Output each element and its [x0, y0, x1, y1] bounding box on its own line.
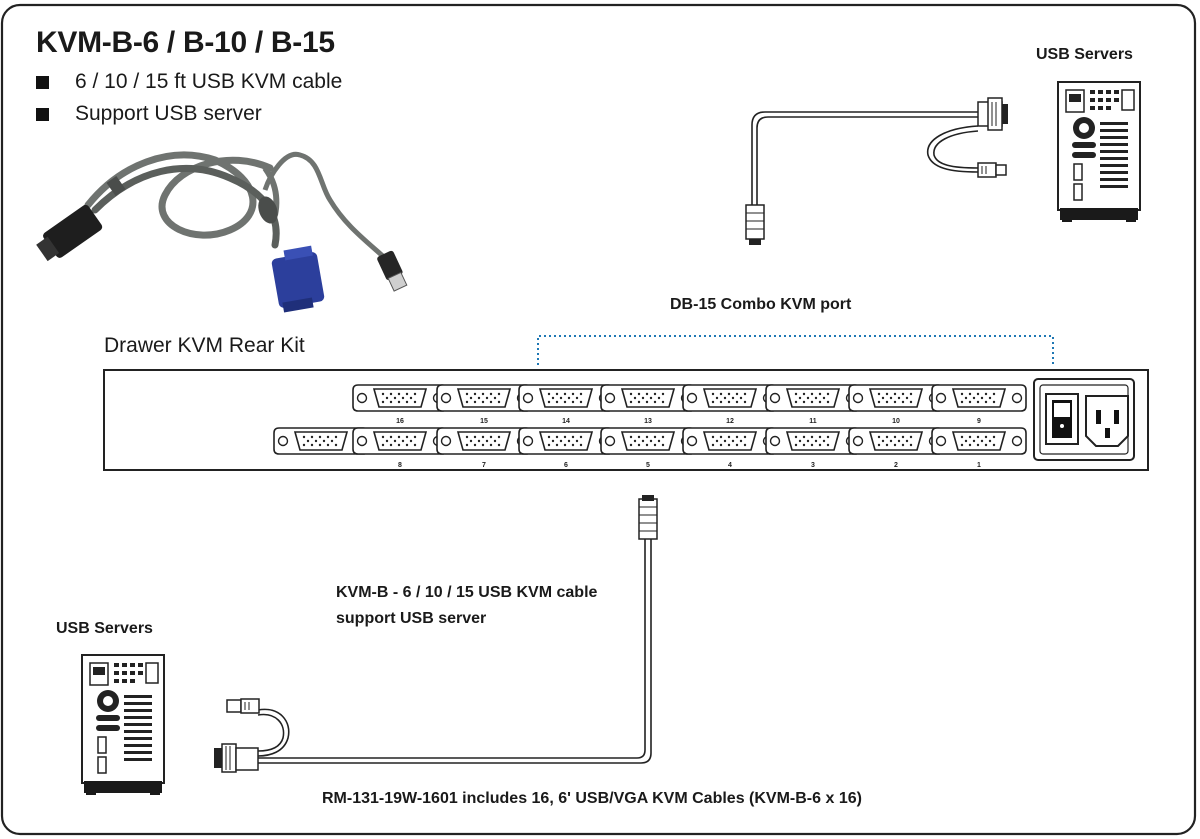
- port-number-label: 11: [809, 418, 817, 425]
- rear-panel: 16 15 14 13 12 11 10 9 8 7 6 5 4 3 2 1: [103, 369, 1149, 471]
- top-vga-connector: [977, 97, 1008, 131]
- port-number-label: 5: [646, 462, 650, 469]
- bullet-square-icon: [36, 75, 49, 89]
- db15-bracket: [537, 335, 1054, 365]
- port-number-label: 9: [977, 418, 981, 425]
- server-tower-top: [1057, 81, 1141, 223]
- feature-list: 6 / 10 / 15 ft USB KVM cable Support USB…: [36, 66, 342, 130]
- port-number-label: 8: [398, 462, 402, 469]
- bottom-cable-top-vga-plug: [638, 495, 658, 540]
- usb-servers-label-bottom: USB Servers: [56, 620, 153, 637]
- server-tower-bottom: [81, 654, 165, 796]
- bottom-cable-diagram: [257, 538, 652, 764]
- feature-text: Support USB server: [75, 102, 262, 125]
- port-number-label: 3: [811, 462, 815, 469]
- port-number-label: 13: [644, 418, 652, 425]
- kvm-port-13: [600, 384, 696, 412]
- kvm-port-8: [352, 427, 448, 455]
- top-left-vga-plug: [745, 204, 765, 246]
- kvm-port-3: [765, 427, 861, 455]
- port-number-label: 14: [562, 418, 570, 425]
- kvm-port-14: [518, 384, 614, 412]
- port-number-label: 7: [482, 462, 486, 469]
- top-usb-connector: [977, 162, 1007, 178]
- kvm-port-5: [600, 427, 696, 455]
- kvm-port-6: [518, 427, 614, 455]
- kvm-port-4: [682, 427, 778, 455]
- cable-caption-line2: support USB server: [336, 610, 487, 627]
- usb-servers-label-top: USB Servers: [1036, 46, 1133, 63]
- power-inlet: [1033, 378, 1135, 461]
- kvm-port-16: [352, 384, 448, 412]
- port-number-label: 10: [892, 418, 900, 425]
- footer-note: RM-131-19W-1601 includes 16, 6' USB/VGA …: [322, 790, 862, 807]
- feature-item: Support USB server: [36, 98, 342, 130]
- bottom-vga-connector: [214, 743, 259, 773]
- kvm-port-12: [682, 384, 778, 412]
- kvm-port-7: [436, 427, 532, 455]
- port-number-label: 1: [977, 462, 981, 469]
- port-number-label: 4: [728, 462, 732, 469]
- kvm-port-10: [848, 384, 944, 412]
- kvm-port-11: [765, 384, 861, 412]
- kvm-port-1: [931, 427, 1027, 455]
- bullet-square-icon: [36, 107, 49, 121]
- kvm-cable-photo: [36, 151, 408, 313]
- port-number-label: 2: [894, 462, 898, 469]
- port-number-label: 15: [480, 418, 488, 425]
- cable-caption-line1: KVM-B - 6 / 10 / 15 USB KVM cable: [336, 584, 598, 601]
- outer-frame: [0, 3, 1197, 836]
- top-cable-diagram: [751, 111, 979, 205]
- port-number-label: 6: [564, 462, 568, 469]
- port-number-label: 16: [396, 418, 404, 425]
- kvm-port-2: [848, 427, 944, 455]
- feature-item: 6 / 10 / 15 ft USB KVM cable: [36, 66, 342, 98]
- cable-caption: KVM-B - 6 / 10 / 15 USB KVM cable suppor…: [336, 580, 597, 632]
- kvm-port-15: [436, 384, 532, 412]
- port-number-label: 12: [726, 418, 734, 425]
- kvm-port-9: [931, 384, 1027, 412]
- rear-kit-label: Drawer KVM Rear Kit: [104, 334, 305, 357]
- db15-port-label: DB-15 Combo KVM port: [670, 296, 852, 313]
- feature-text: 6 / 10 / 15 ft USB KVM cable: [75, 70, 343, 93]
- page-title: KVM-B-6 / B-10 / B-15: [36, 26, 335, 59]
- bottom-usb-connector: [226, 698, 260, 714]
